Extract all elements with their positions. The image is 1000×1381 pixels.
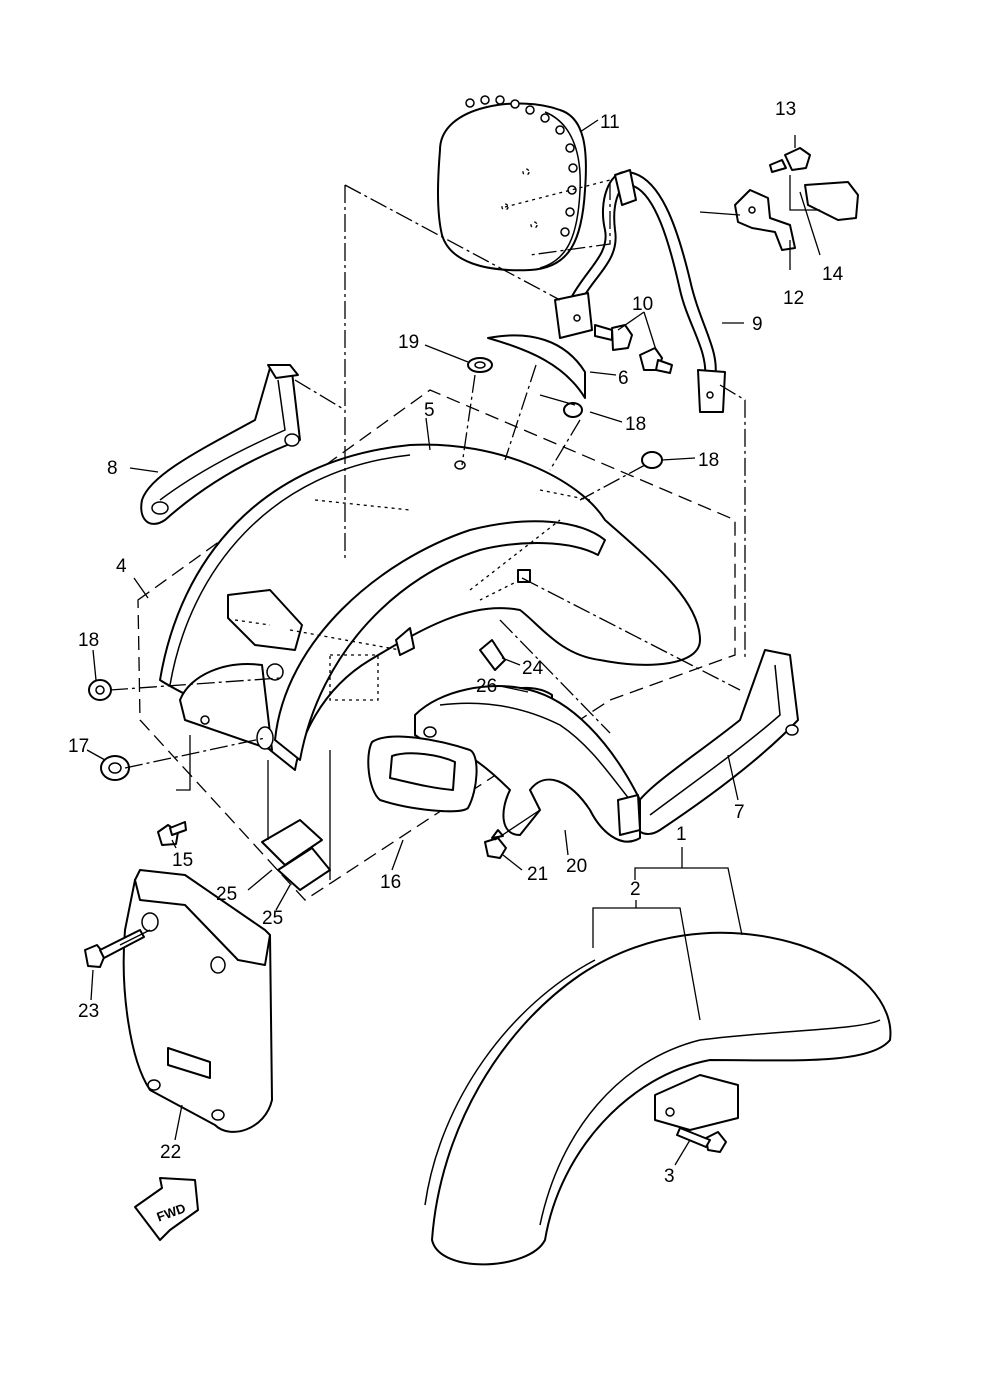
fender-assembly-outline xyxy=(137,389,736,901)
side-stay-right xyxy=(630,649,799,835)
callout-15: 15 xyxy=(172,850,193,871)
pads-25 xyxy=(261,819,331,891)
callout-1: 1 xyxy=(676,824,687,845)
callout-18-right: 18 xyxy=(698,450,719,471)
inner-fender xyxy=(414,685,641,843)
reflector-16 xyxy=(367,735,478,813)
grommets-18 xyxy=(88,402,663,701)
bolt-15 xyxy=(157,821,187,846)
leader-13-bracket xyxy=(789,175,820,211)
callout-18-left: 18 xyxy=(78,630,99,651)
callout-5: 5 xyxy=(424,400,435,421)
clip-24 xyxy=(479,639,506,671)
rear-fender xyxy=(159,443,701,771)
callout-9: 9 xyxy=(752,314,763,335)
callout-7: 7 xyxy=(734,802,745,823)
callout-4: 4 xyxy=(116,556,127,577)
callout-25-upper: 25 xyxy=(216,884,237,905)
callout-10: 10 xyxy=(632,294,653,315)
callout-3: 3 xyxy=(664,1166,675,1187)
backrest-bracket xyxy=(699,189,796,251)
side-cover xyxy=(122,869,273,1133)
callout-14: 14 xyxy=(822,264,844,285)
fwd-arrow-icon xyxy=(134,1177,199,1241)
callout-20: 20 xyxy=(566,856,587,877)
bracket-cover xyxy=(804,181,859,221)
callout-24: 24 xyxy=(522,658,544,679)
callout-26: 26 xyxy=(476,676,497,697)
bolts-10 xyxy=(594,324,673,374)
callout-8: 8 xyxy=(107,458,118,479)
callout-11: 11 xyxy=(600,112,620,133)
grommet-17 xyxy=(100,755,130,781)
side-stay-left xyxy=(140,364,301,525)
strip-6 xyxy=(487,334,586,399)
callout-19: 19 xyxy=(398,332,419,353)
front-fender xyxy=(424,931,892,1266)
callout-16: 16 xyxy=(380,872,401,893)
backrest-pad xyxy=(437,95,611,272)
callout-12: 12 xyxy=(783,288,804,309)
callout-23: 23 xyxy=(78,1001,99,1022)
callout-22: 22 xyxy=(160,1142,181,1163)
bolt-3 xyxy=(676,1127,727,1153)
callout-18-top: 18 xyxy=(625,414,646,435)
backrest-bar xyxy=(529,169,726,413)
callout-6: 6 xyxy=(618,368,629,389)
callout-25-lower: 25 xyxy=(262,908,283,929)
callout-17: 17 xyxy=(68,736,89,757)
bolt-13 xyxy=(769,147,811,173)
callout-labels: 1 2 3 4 5 6 7 8 9 10 11 12 13 14 15 16 1… xyxy=(68,99,844,1187)
callout-13: 13 xyxy=(775,99,796,120)
guide-lines xyxy=(109,184,746,769)
callout-2: 2 xyxy=(630,879,641,900)
leader-lines xyxy=(86,119,821,1166)
callout-21: 21 xyxy=(527,864,548,885)
